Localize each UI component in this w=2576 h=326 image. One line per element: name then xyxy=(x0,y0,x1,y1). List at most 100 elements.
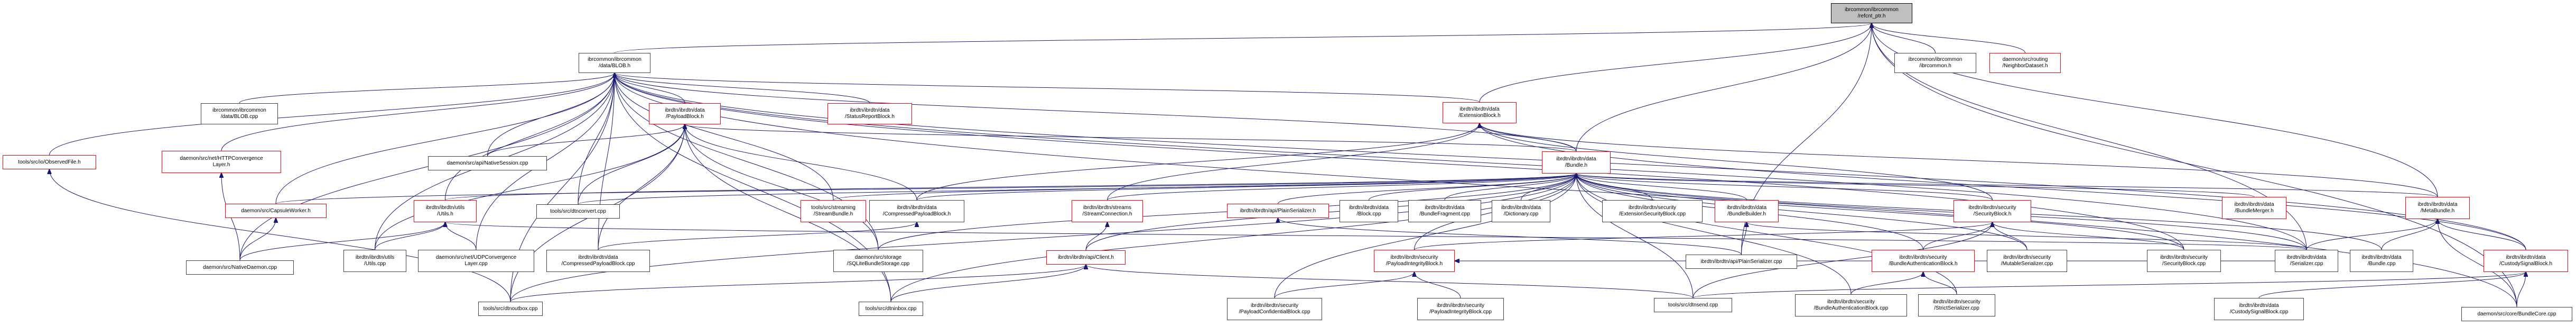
edge-nativedaemon-to-utils_h xyxy=(239,222,445,261)
graph-node-ibrcommon-h[interactable]: ibrcommon/ibrcommon /ibrcommon.h xyxy=(1894,53,1976,73)
edge-merger_h-to-bundle_h xyxy=(1576,174,2255,197)
edge-bundle_cpp-to-metabundle_h xyxy=(2381,219,2438,250)
edge-bundle_h-to-ext_h xyxy=(1480,123,1577,152)
graph-node-metabundle-h[interactable]: ibrdtn/ibrdtn/data /MetaBundle.h xyxy=(2405,197,2470,219)
graph-node-bundle-cpp[interactable]: ibrdtn/ibrdtn/data /Bundle.cpp xyxy=(2350,250,2413,272)
edge-comp_h-to-ext_h xyxy=(916,123,1480,201)
graph-node-merger-h[interactable]: ibrdtn/ibrdtn/data /BundleMerger.h xyxy=(2222,197,2286,219)
graph-node-nativedaemon[interactable]: daemon/src/NativeDaemon.cpp xyxy=(186,260,294,275)
edge-csb_cpp-to-csb_h xyxy=(2258,272,2526,298)
edge-udpcl-to-utils_h xyxy=(445,222,477,250)
edge-block_cpp-to-bundle_h xyxy=(1369,174,1577,201)
edge-ext_h-to-refcnt xyxy=(1479,23,1872,103)
edge-nativesession-to-blob_h xyxy=(487,73,615,157)
graph-node-capsule[interactable]: daemon/src/CapsuleWorker.h xyxy=(225,204,327,218)
edge-bab_cpp-to-bundle_h xyxy=(1576,174,1852,295)
graph-node-utils-h[interactable]: ibrdtn/ibrdtn/utils /Utils.h xyxy=(414,200,477,222)
edge-utils_h-to-bundle_h xyxy=(445,174,1577,201)
edge-comp_cpp-to-blob_h xyxy=(598,73,615,250)
edge-streambundle-to-blob_h xyxy=(615,73,834,201)
edge-observed-to-blob_h xyxy=(49,73,615,156)
edge-utils_cpp-to-utils_h xyxy=(375,222,445,250)
graph-node-comp-cpp[interactable]: ibrdtn/ibrdtn/data /CompressedPayloadBlo… xyxy=(546,250,650,272)
edge-bundle_h-to-blob_h xyxy=(615,73,1577,152)
graph-node-extsec-cpp[interactable]: ibrdtn/ibrdtn/security /ExtensionSecurit… xyxy=(1602,200,1703,222)
graph-node-utils-cpp[interactable]: ibrdtn/ibrdtn/utils /Utils.cpp xyxy=(343,250,406,272)
graph-node-neighbor[interactable]: daemon/src/routing /NeighborDataset.h xyxy=(1989,53,2061,73)
graph-node-csb-cpp[interactable]: ibrdtn/ibrdtn/data /CustodySignalBlock.c… xyxy=(2214,298,2304,320)
graph-node-status-h[interactable]: ibrdtn/ibrdtn/data /StatusReportBlock.h xyxy=(827,103,912,124)
graph-node-pcb-cpp[interactable]: ibrdtn/ibrdtn/security /PayloadConfident… xyxy=(1227,298,1322,320)
edge-pib_cpp-to-pib_h xyxy=(1415,272,1461,298)
graph-node-streambundle[interactable]: tools/src/streaming /StreamBundle.h xyxy=(801,200,866,222)
edge-secblock_cpp-to-bundle_h xyxy=(1576,174,2184,250)
graph-node-comp-h[interactable]: ibrdtn/ibrdtn/data /CompressedPayloadBlo… xyxy=(869,200,964,222)
graph-node-blob-h[interactable]: ibrcommon/ibrcommon /data/BLOB.h xyxy=(579,53,650,73)
edge-blob_h-to-refcnt xyxy=(614,23,1872,53)
graph-node-dtnsend[interactable]: tools/src/dtnsend.cpp xyxy=(1654,298,1732,312)
edge-strict_cpp-to-bab_h xyxy=(1923,272,1957,295)
graph-node-sqlite[interactable]: daemon/src/storage /SQLiteBundleStorage.… xyxy=(833,250,923,272)
edge-ext_h-to-blob_h xyxy=(615,73,1480,103)
graph-node-secblock-h[interactable]: ibrdtn/ibrdtn/security /SecurityBlock.h xyxy=(1954,200,2031,222)
graph-node-plainser-h[interactable]: ibrdtn/ibrdtn/api/PlainSerializer.h xyxy=(1227,204,1329,218)
graph-node-pib-cpp[interactable]: ibrdtn/ibrdtn/security /PayloadIntegrity… xyxy=(1417,298,1504,320)
graph-node-ext-h[interactable]: ibrdtn/ibrdtn/data /ExtensionBlock.h xyxy=(1443,102,1517,123)
graph-node-dtnconvert[interactable]: tools/src/dtnconvert.cpp xyxy=(536,204,620,219)
edge-secblock_h-to-bundle_h xyxy=(1576,174,1993,201)
edge-pcb_cpp-to-pib_h xyxy=(1274,272,1415,298)
edge-comp_cpp-to-comp_h xyxy=(598,222,917,250)
edge-payload_h-to-blob_h xyxy=(615,73,685,104)
graph-node-client-h[interactable]: ibrdtn/ibrdtn/api/Client.h xyxy=(1046,250,1126,265)
edge-sqlite-to-payload_h xyxy=(685,124,879,250)
graph-node-dict-cpp[interactable]: ibrdtn/ibrdtn/data /Dictionary.cpp xyxy=(1492,200,1550,222)
graph-node-bundlecore[interactable]: daemon/src/core/BundleCore.cpp xyxy=(2461,307,2572,321)
edge-dtninbox-to-bundle_h xyxy=(890,174,1576,302)
edge-neighbor-to-refcnt xyxy=(1872,23,2025,53)
graph-node-bab-h[interactable]: ibrdtn/ibrdtn/security /BundleAuthentica… xyxy=(1872,250,1975,272)
graph-node-builder-h[interactable]: ibrdtn/ibrdtn/data /BundleBuilder.h xyxy=(1715,200,1779,222)
graph-node-payload-h[interactable]: ibrdtn/ibrdtn/data /PayloadBlock.h xyxy=(649,103,721,124)
edge-serializer_cpp-to-bundle_h xyxy=(1576,174,2307,250)
graph-node-refcnt[interactable]: ibrcommon/ibrcommon /refcnt_ptr.h xyxy=(1831,3,1912,23)
edge-dtnsend-to-secblock_h xyxy=(1692,222,1993,298)
graph-node-strict-cpp[interactable]: ibrdtn/ibrdtn/security /StrictSerializer… xyxy=(1918,294,1995,316)
graph-node-plainser-cpp[interactable]: ibrdtn/ibrdtn/api/PlainSerializer.cpp xyxy=(1686,255,1797,269)
edge-secblock_cpp-to-secblock_h xyxy=(1993,222,2184,250)
graph-node-secblock-cpp[interactable]: ibrdtn/ibrdtn/security /SecurityBlock.cp… xyxy=(2147,250,2221,272)
graph-node-observed[interactable]: tools/src/io/ObservedFile.h xyxy=(3,155,96,169)
edge-secblock_cpp-to-blob_h xyxy=(615,73,2184,250)
edge-comp_cpp-to-payload_h xyxy=(598,124,685,250)
edge-dtnconvert-to-blob_h xyxy=(578,73,615,205)
edge-sqlite-to-blob_h xyxy=(615,73,879,250)
edge-nativedaemon-to-capsule xyxy=(239,218,276,261)
edge-client_h-to-streamconn xyxy=(1085,222,1108,251)
graph-node-streamconn[interactable]: ibrdtn/ibrdtn/streams /StreamConnection.… xyxy=(1072,200,1143,222)
graph-node-dtninbox[interactable]: tools/src/dtninbox.cpp xyxy=(859,302,923,316)
graph-node-csb-h[interactable]: ibrdtn/ibrdtn/data /CustodySignalBlock.h xyxy=(2484,250,2568,272)
graph-node-dtnoutbox[interactable]: tools/src/dtnoutbox.cpp xyxy=(478,302,543,316)
graph-node-blob-cpp[interactable]: ibrcommon/ibrcommon /data/BLOB.cpp xyxy=(201,103,278,124)
edge-bab_h-to-secblock_h xyxy=(1923,222,1993,250)
graph-node-fragment-cpp[interactable]: ibrdtn/ibrdtn/data /BundleFragment.cpp xyxy=(1408,200,1481,222)
graph-node-block-cpp[interactable]: ibrdtn/ibrdtn/data /Block.cpp xyxy=(1340,200,1398,222)
graph-node-mutable-cpp[interactable]: ibrdtn/ibrdtn/security /MutableSerialize… xyxy=(1987,250,2067,272)
edge-comp_h-to-bundle_h xyxy=(916,174,1576,201)
graph-node-pib-h[interactable]: ibrdtn/ibrdtn/security /PayloadIntegrity… xyxy=(1374,250,1455,272)
graph-node-udpcl[interactable]: daemon/src/net/UDPConvergence Layer.cpp xyxy=(418,250,534,272)
edge-bundlecore-to-refcnt xyxy=(1872,23,2517,307)
graph-node-bundle-h[interactable]: ibrdtn/ibrdtn/data /Bundle.h xyxy=(1542,151,1611,174)
graph-node-nativesession[interactable]: daemon/src/api/NativeSession.cpp xyxy=(428,156,547,170)
graph-node-serializer-cpp[interactable]: ibrdtn/ibrdtn/data /Serializer.cpp xyxy=(2275,250,2338,272)
edge-pcb_cpp-to-bundle_h xyxy=(1274,174,1576,298)
edge-secblock_h-to-ext_h xyxy=(1480,123,1993,201)
edge-metabundle_h-to-ext_h xyxy=(1480,123,2438,197)
edge-capsule-to-blob_h xyxy=(275,73,615,204)
graph-node-bab-cpp[interactable]: ibrdtn/ibrdtn/security /BundleAuthentica… xyxy=(1795,294,1907,316)
edge-builder_h-to-bundle_h xyxy=(1576,174,1747,201)
graph-node-httpcl[interactable]: daemon/src/net/HTTPConvergence Layer.h xyxy=(162,151,281,173)
edge-nativesession-to-payload_h xyxy=(487,124,685,157)
edge-utils_cpp-to-payload_h xyxy=(375,124,685,250)
edge-plainser_cpp-to-plainser_h xyxy=(1278,218,1742,255)
